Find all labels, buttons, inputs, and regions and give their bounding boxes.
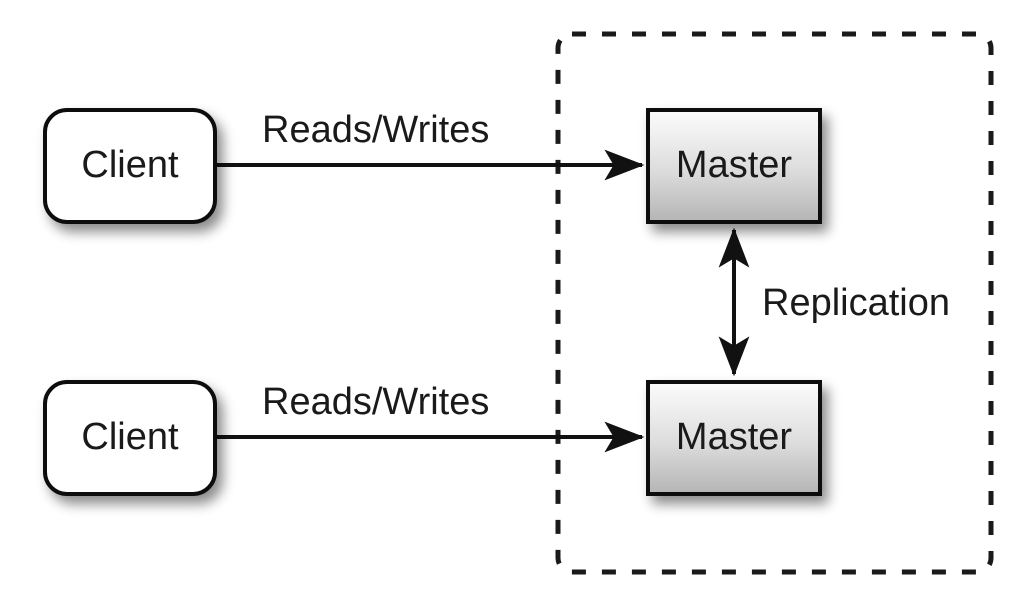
node-client-top[interactable]: Client [43,108,217,224]
master-top-box[interactable] [646,108,822,224]
client-top-box[interactable] [43,108,217,224]
master-bottom-label: Master [676,416,792,458]
edge-group [215,149,750,453]
edge-label-replication: Replication [762,282,950,324]
client-top-label: Client [81,144,179,186]
master-bottom-box[interactable] [646,380,822,496]
edge-label-reads-writes-top: Reads/Writes [262,109,489,151]
client-bottom-box[interactable] [43,380,217,496]
node-master-top[interactable]: Master [646,108,822,224]
node-master-bottom[interactable]: Master [646,380,822,496]
master-top-label: Master [676,144,792,186]
edge-label-reads-writes-bottom: Reads/Writes [262,381,489,423]
node-client-bottom[interactable]: Client [43,380,217,496]
client-bottom-label: Client [81,416,179,458]
